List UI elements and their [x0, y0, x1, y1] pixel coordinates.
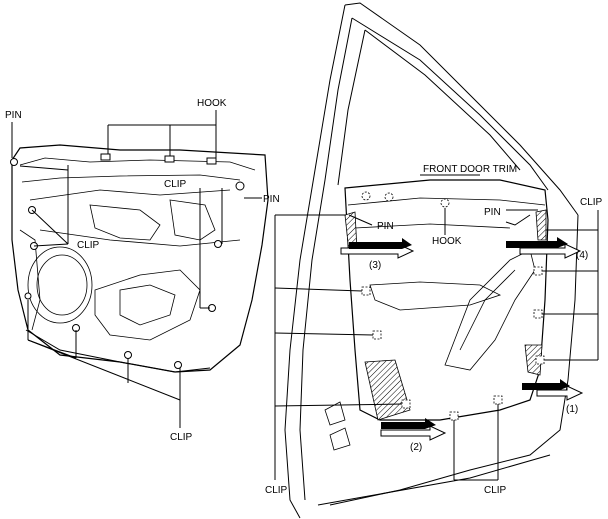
- trim-hook-1: [361, 191, 371, 201]
- label-step-1: (1): [566, 404, 578, 415]
- trim-clip-8: [535, 355, 545, 365]
- label-clip-right-top: CLIP: [580, 197, 603, 208]
- trim-hook-3: [440, 198, 450, 208]
- label-front-door-trim: FRONT DOOR TRIM: [423, 164, 517, 175]
- left-clip-8: [214, 240, 222, 248]
- trim-clip-6: [533, 266, 543, 276]
- left-leader-lines: [11, 110, 262, 428]
- left-pin: [235, 181, 245, 191]
- trim-clip-7: [533, 309, 543, 319]
- trim-clip-1: [361, 286, 371, 296]
- trim-clip-4: [449, 411, 459, 421]
- trim-hook-2: [384, 192, 394, 202]
- label-clip-left-bottom: CLIP: [170, 432, 193, 443]
- door-frame: [284, 2, 579, 519]
- label-clip-right-bottom: CLIP: [484, 485, 507, 496]
- label-pin-left-right: PIN: [263, 194, 280, 205]
- left-clip-4: [24, 292, 32, 300]
- left-hook-1: [100, 153, 111, 161]
- left-hook-3: [206, 157, 217, 165]
- trim-clip-5: [493, 395, 503, 405]
- left-hook-2: [164, 155, 175, 163]
- arrow-step-2: [380, 418, 447, 441]
- label-step-2: (2): [410, 442, 422, 453]
- trim-clip-2: [372, 330, 382, 340]
- label-clip-right-bottom-left: CLIP: [265, 485, 288, 496]
- left-clip-7: [174, 361, 182, 369]
- trim-clips: [361, 191, 545, 421]
- arrow-step-3: [340, 238, 415, 259]
- label-pin-right: PIN: [377, 221, 394, 232]
- arrow-step-1: [522, 379, 584, 401]
- label-hook-right: HOOK: [432, 236, 462, 247]
- label-clip-left-mid: CLIP: [77, 240, 100, 251]
- right-leader-lines: [274, 174, 599, 481]
- label-pin-left: PIN: [5, 110, 22, 121]
- label-hook-top: HOOK: [197, 98, 227, 109]
- label-clip-left-upper: CLIP: [164, 179, 187, 190]
- label-pin-right-inner: PIN: [484, 207, 501, 218]
- left-fasteners: [10, 153, 245, 369]
- label-step-3: (3): [369, 260, 381, 271]
- left-clip-6: [124, 351, 132, 359]
- trim-clip-3: [401, 399, 411, 409]
- front-door-trim-panel: [324, 179, 549, 451]
- left-clip-1: [10, 158, 18, 166]
- arrow-step-4: [506, 237, 582, 259]
- label-step-4: (4): [576, 250, 588, 261]
- left-door-trim-panel: [11, 144, 269, 373]
